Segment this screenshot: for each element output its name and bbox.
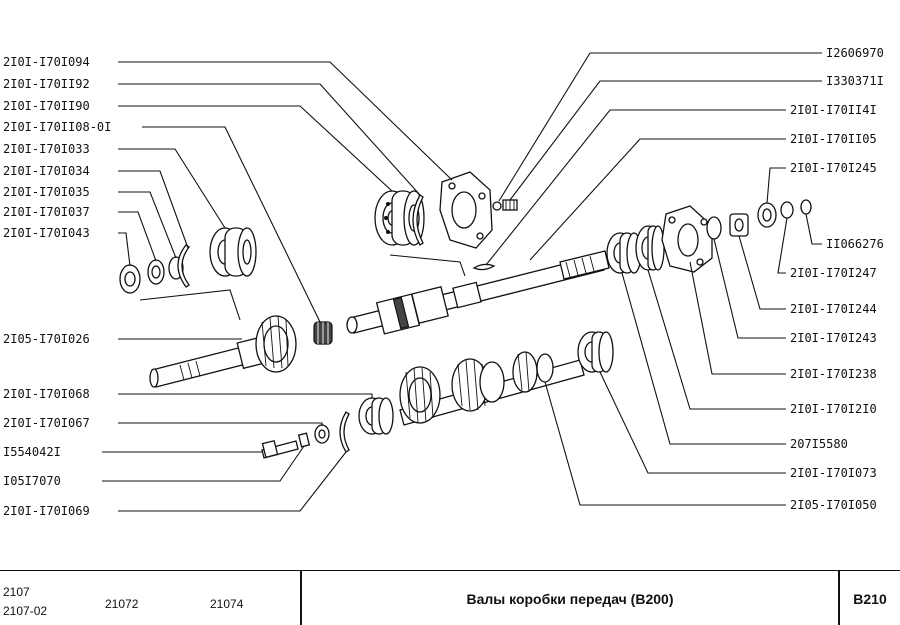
bolt-top xyxy=(492,199,518,211)
parts-illustration xyxy=(119,171,812,459)
label-12606970: I2606970 xyxy=(826,46,884,60)
exploded-view-diagram: 2I0I-I70I094 2I0I-I70II92 2I0I-I70II90 2… xyxy=(3,46,884,518)
right-leader-lines xyxy=(485,52,822,506)
label-2101-1701238: 2I0I-I70I238 xyxy=(790,367,877,381)
label-15540421: I554042I xyxy=(3,445,61,459)
label-2101-1701141: 2I0I-I70II4I xyxy=(790,103,877,117)
label-2101-1701244: 2I0I-I70I244 xyxy=(790,302,877,316)
counter-rear-bearing xyxy=(577,331,614,373)
snap-ring-top xyxy=(412,194,424,246)
lower-washer xyxy=(314,424,330,444)
label-2101-1701037: 2I0I-I70I037 xyxy=(3,205,90,219)
bearing-cover-plate xyxy=(439,171,493,249)
label-2101-1701243: 2I0I-I70I243 xyxy=(790,331,877,345)
label-2101-1701067: 2I0I-I70I067 xyxy=(3,416,90,430)
label-2101-1701033: 2I0I-I70I033 xyxy=(3,142,90,156)
footer-divider-2 xyxy=(838,571,840,625)
rear-small-washer xyxy=(780,201,794,219)
model-code-21072: 21072 xyxy=(105,597,139,611)
label-2101-1701073: 2I0I-I70I073 xyxy=(790,466,877,480)
rear-nut xyxy=(729,213,749,237)
label-2101-1701094: 2I0I-I70I094 xyxy=(3,55,90,69)
lower-bolt xyxy=(261,432,311,459)
label-2101-1701192: 2I0I-I70II92 xyxy=(3,77,90,91)
label-13303711: I330371I xyxy=(826,74,884,88)
sheet-code: В210 xyxy=(853,591,887,607)
left-leader-lines xyxy=(102,61,453,512)
model-code-2107: 2107 xyxy=(3,585,30,599)
footer-divider-1 xyxy=(300,571,302,625)
label-2101-1701034: 2I0I-I70I034 xyxy=(3,164,90,178)
label-10517070: I05I7070 xyxy=(3,474,61,488)
rear-ring xyxy=(757,202,777,228)
right-callouts: I2606970 I330371I 2I0I-I70II4I 2I0I-I70I… xyxy=(790,46,884,512)
label-2101-1701035: 2I0I-I70I035 xyxy=(3,185,90,199)
group-bracket-left xyxy=(139,289,241,321)
rear-gear xyxy=(635,225,665,271)
rear-bearing xyxy=(606,232,642,274)
rear-seal xyxy=(800,199,812,215)
label-2101-1701247: 2I0I-I70I247 xyxy=(790,266,877,280)
diagram-title: Валы коробки передач (В200) xyxy=(466,591,674,607)
label-2101-1701043: 2I0I-I70I043 xyxy=(3,226,90,240)
label-2101-1701108-01: 2I0I-I70II08-0I xyxy=(3,120,111,134)
label-2101-1701245: 2I0I-I70I245 xyxy=(790,161,877,175)
model-code-2107-02: 2107-02 xyxy=(3,604,48,618)
label-2105-1701026: 2I05-I70I026 xyxy=(3,332,90,346)
label-2101-1701210: 2I0I-I70I2I0 xyxy=(790,402,877,416)
label-2101-1701190: 2I0I-I70II90 xyxy=(3,99,90,113)
bearing-top xyxy=(374,190,425,246)
left-callouts: 2I0I-I70I094 2I0I-I70II92 2I0I-I70II90 2… xyxy=(3,55,111,518)
title-block: 2107 2107-02 21072 21074 Валы коробки пе… xyxy=(0,570,900,625)
counter-shaft xyxy=(399,351,585,426)
label-2101-1701069: 2I0I-I70I069 xyxy=(3,504,90,518)
label-20715580: 207I5580 xyxy=(790,437,848,451)
group-bracket-top xyxy=(389,254,466,277)
needle-bearing xyxy=(313,321,333,345)
key xyxy=(472,263,496,271)
left-ring-set xyxy=(119,227,257,294)
label-2105-1701050: 2I05-I70I050 xyxy=(790,498,877,512)
output-flange xyxy=(661,205,713,273)
label-11066276: II066276 xyxy=(826,237,884,251)
label-2101-1701068: 2I0I-I70I068 xyxy=(3,387,90,401)
primary-shaft xyxy=(149,315,297,388)
rear-washer xyxy=(706,216,722,240)
secondary-shaft xyxy=(346,250,610,335)
label-2101-1701105: 2I0I-I70II05 xyxy=(790,132,877,146)
counter-front-bearing xyxy=(358,397,394,435)
snap-ring-lower xyxy=(339,411,350,453)
model-code-21074: 21074 xyxy=(210,597,244,611)
